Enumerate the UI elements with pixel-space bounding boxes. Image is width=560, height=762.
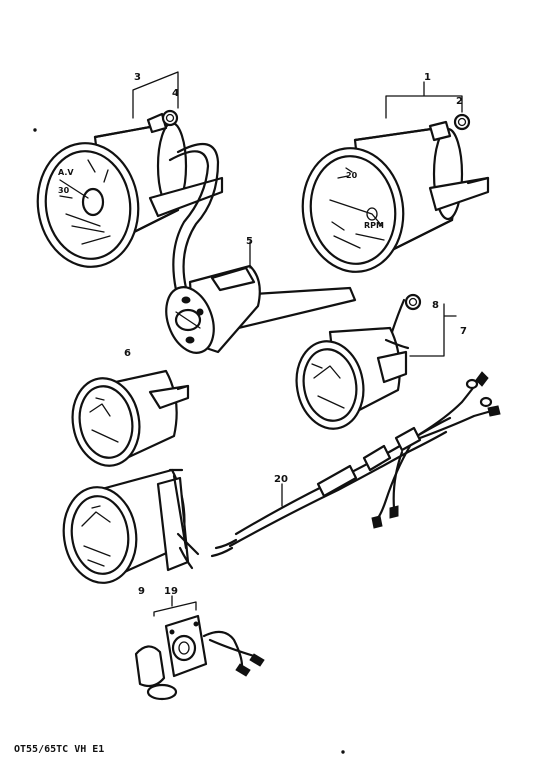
wiring-harness	[210, 371, 501, 558]
label-part-20: 20	[274, 474, 288, 485]
label-part-5: 5	[246, 236, 253, 247]
tach-left-mark-b: 30	[58, 186, 70, 195]
label-part-1: 1	[424, 72, 431, 83]
cable-tach-to-junction	[168, 142, 220, 292]
trim-gauge	[62, 468, 200, 584]
label-part-6: 6	[124, 348, 131, 359]
switch-assembly	[134, 595, 265, 701]
label-part-2: 2	[456, 96, 463, 107]
gauge-small-left	[71, 369, 190, 467]
gauge-small-right	[295, 293, 457, 430]
label-part-9: 9	[138, 586, 145, 597]
label-part-4: 4	[172, 88, 179, 99]
tach-right-mark-b: 20	[346, 171, 358, 180]
tach-left-mark-a: A.V	[58, 168, 74, 177]
junction-block	[165, 241, 357, 354]
label-part-19: 19	[164, 586, 178, 597]
label-part-3: 3	[134, 72, 141, 83]
tachometer-left: A.V 30	[36, 71, 224, 268]
label-part-7: 7	[460, 326, 467, 337]
part-labels: 1 2 3 4 5 6 7 8 9 19 20	[124, 72, 467, 597]
tach-right-mark-a: RPM	[364, 221, 384, 230]
diagram-footer-code: OT55/65TC VH E1	[14, 744, 104, 755]
speedometer-right: RPM 20	[301, 81, 490, 273]
label-part-8: 8	[432, 300, 439, 311]
